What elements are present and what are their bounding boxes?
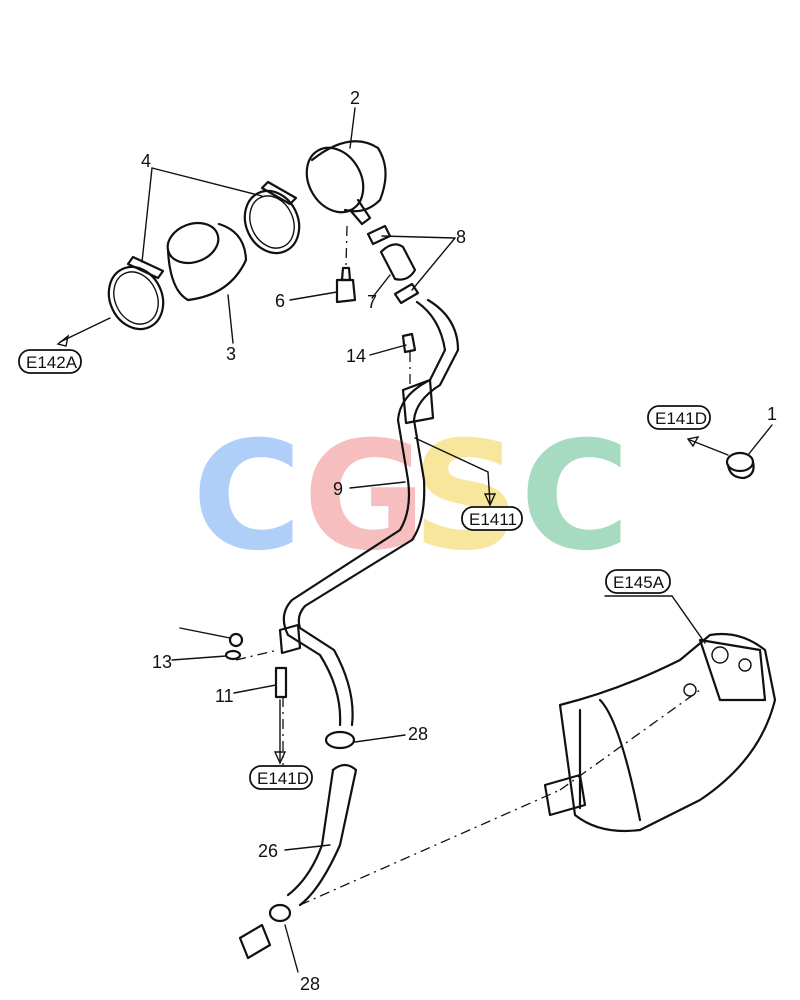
label-part-1: 1 [767,404,777,424]
label-part-8: 8 [456,227,466,247]
label-part-28-lower: 28 [300,974,320,994]
part-2-strainer-cup [305,140,387,226]
watermark-letter-2: G [303,410,426,584]
ref-e141d-bottom-text: E141D [257,769,309,788]
label-part-11: 11 [215,686,234,706]
part-28-clamp-upper [324,730,356,750]
part-6-sensor [335,266,357,304]
part-4-hose-clamp-lower [107,255,165,331]
watermark: C G S C [192,410,630,584]
watermark-letter-1: C [192,410,302,584]
part-labels: 2 4 8 6 7 3 14 1 9 13 11 28 26 28 [141,88,777,994]
ref-e145a-text: E145A [613,573,665,592]
ref-e142a[interactable]: E142A [18,349,82,374]
watermark-letter-4: C [520,410,630,584]
part-9-pipe [278,298,460,727]
part-3-hose-sleeve [166,221,248,302]
ref-e141d-bottom[interactable]: E141D [249,765,313,790]
part-11-stud [274,666,288,699]
part-4-hose-clamp-upper [243,180,301,255]
leader-lines [56,107,773,973]
lower-fitting [238,923,272,960]
label-part-9: 9 [333,479,343,499]
label-part-7: 7 [367,292,377,312]
part-28-clamp-lower [268,903,292,923]
ref-e141d-top-text: E141D [655,409,707,428]
part-26-hose [286,763,358,907]
part-7-short-hose [379,243,417,281]
ref-e145a[interactable]: E145A [605,569,671,594]
label-part-14: 14 [346,346,366,366]
label-part-26: 26 [258,841,278,861]
part-13-nut-washer [224,632,244,661]
label-part-6: 6 [275,291,285,311]
part-14-bolt [401,332,417,354]
ref-e1411-text: E1411 [469,510,517,529]
watermark-letter-3: S [412,410,520,584]
label-part-4: 4 [141,151,151,171]
ref-e142a-text: E142A [26,353,78,372]
label-part-13: 13 [152,652,172,672]
label-part-28-upper: 28 [408,724,428,744]
part-1-plug [725,451,755,480]
label-part-3: 3 [226,344,236,364]
pump-assembly [543,632,777,833]
label-part-2: 2 [350,88,360,108]
ref-e1411[interactable]: E1411 [461,506,523,531]
ref-e141d-top[interactable]: E141D [647,405,711,430]
